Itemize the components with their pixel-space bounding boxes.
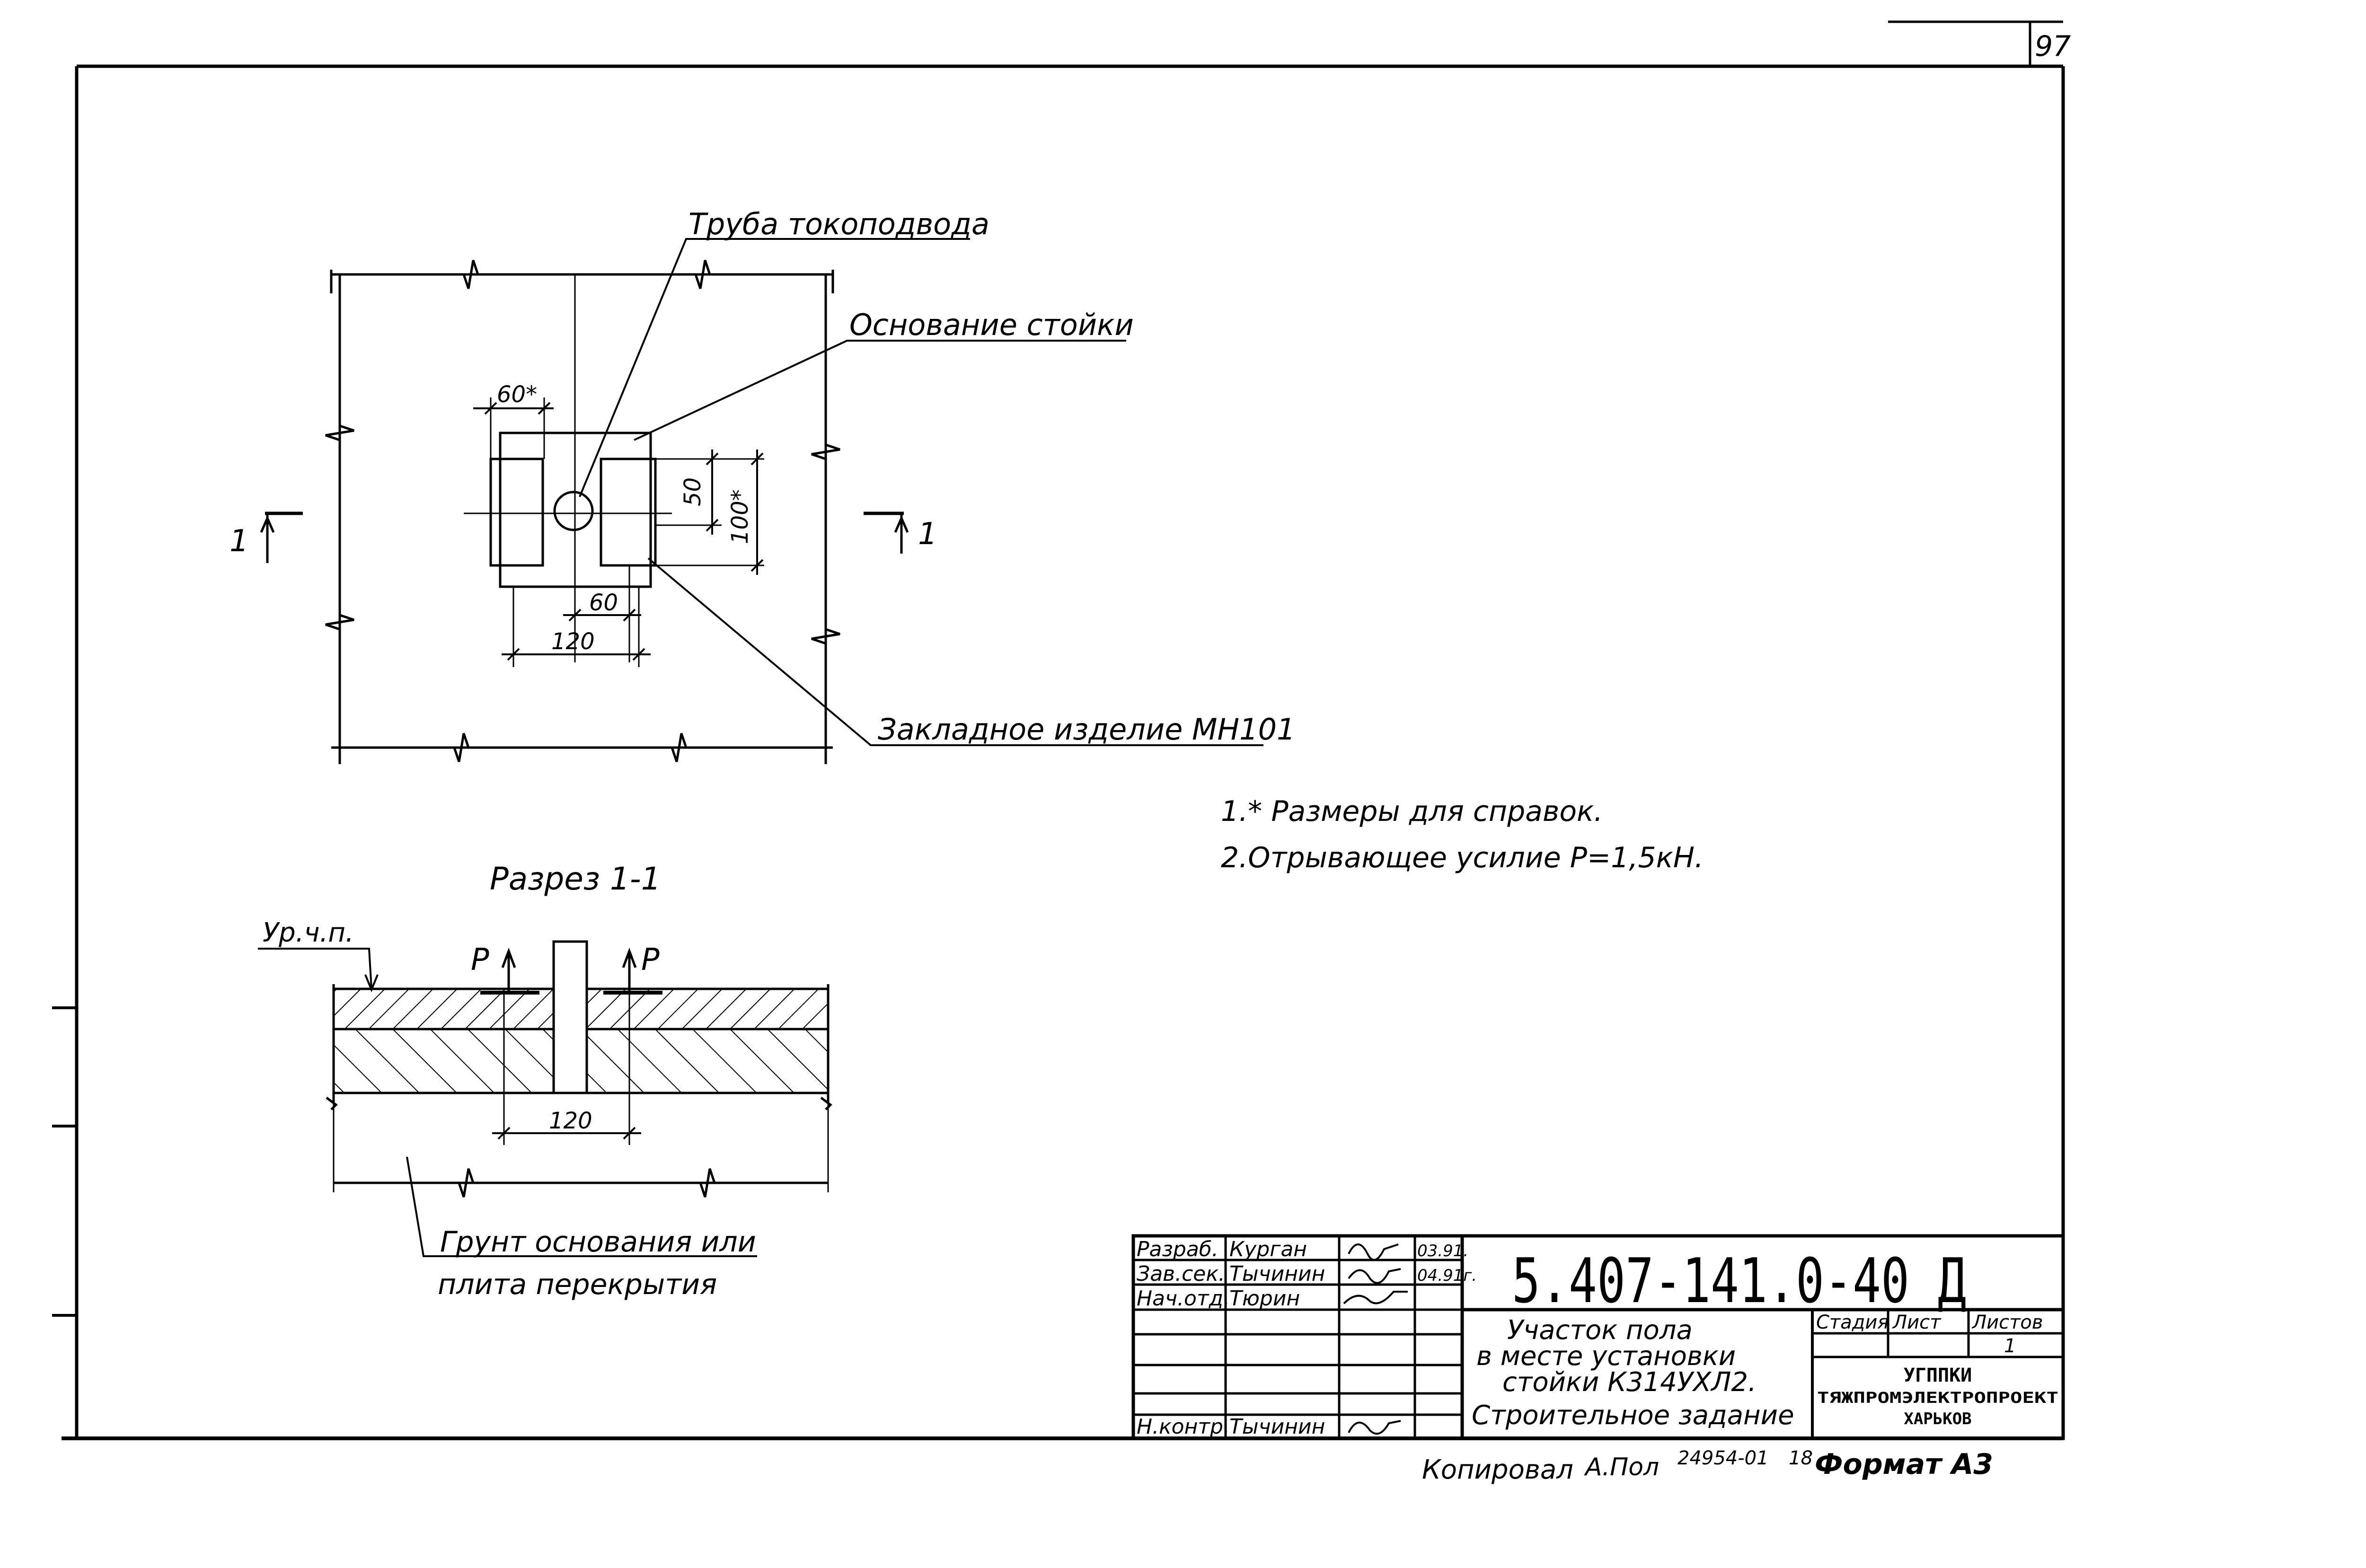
copied-by-label: Копировал — [1422, 1454, 1573, 1485]
note-1: 1.* Размеры для справок. — [1221, 795, 1603, 828]
description-line-4: Строительное задание — [1472, 1400, 1794, 1431]
embedded-part-label: Закладное изделие МН101 — [878, 712, 1296, 747]
sheets-column-header: Листов — [1971, 1312, 2043, 1333]
dim-60-star: 60* — [497, 381, 537, 408]
designation: 5.407-141.0-40 Д — [1512, 1245, 1966, 1317]
title-block-grid — [1131, 1234, 2065, 1440]
soil-label-line-2: плита перекрытия — [438, 1268, 717, 1301]
pipe-label: Труба токоподвода — [689, 207, 989, 241]
stage-column-header: Стадия — [1816, 1312, 1889, 1333]
plan-view — [260, 238, 1263, 764]
signatures — [1343, 1243, 1408, 1435]
sheet-frame — [52, 20, 2065, 1440]
name-2: Тычинин — [1229, 1262, 1325, 1286]
section-title: Разрез 1-1 — [490, 861, 661, 897]
description-line-3: стойки К314УХЛ2. — [1502, 1367, 1757, 1398]
description-line-1: Участок пола — [1507, 1315, 1693, 1346]
date-1: 03.91. — [1417, 1242, 1468, 1260]
role-7: Н.контр. — [1137, 1415, 1230, 1439]
name-7: Тычинин — [1229, 1415, 1325, 1439]
name-1: Курган — [1229, 1237, 1307, 1261]
base-label: Основание стойки — [849, 308, 1134, 342]
sheet-number: 97 — [2035, 30, 2071, 63]
format-label: Формат А3 — [1815, 1448, 1993, 1481]
section-mark-left: 1 — [230, 524, 249, 559]
role-3: Нач.отд. — [1137, 1286, 1230, 1311]
section-labels: Разрез 1-1 Ур.ч.п. Р Р 120 Грунт основан… — [263, 861, 756, 1301]
floor-level-label: Ур.ч.п. — [263, 917, 354, 948]
force-label-right: Р — [641, 943, 660, 978]
org-name-line-1: УГППКИ — [1904, 1365, 1972, 1386]
footer: Копировал А.Пол 24954-01 18 Формат А3 — [1422, 1447, 1993, 1485]
dim-120: 120 — [551, 628, 595, 655]
role-2: Зав.сек. — [1137, 1262, 1225, 1286]
title-block-text: 5.407-141.0-40 Д Разраб. Курган 03.91. З… — [1137, 1237, 2058, 1439]
role-1: Разраб. — [1137, 1237, 1218, 1261]
force-label-left: Р — [471, 943, 489, 978]
soil-label-line-1: Грунт основания или — [440, 1225, 756, 1259]
dim-100-star: 100* — [727, 489, 753, 544]
footer-sheet-number: 18 — [1789, 1447, 1813, 1469]
dim-50: 50 — [680, 477, 706, 506]
org-name-line-2: ТЯЖПРОМЭЛЕКТРОПРОЕКТ — [1817, 1389, 2058, 1407]
description-line-2: в месте установки — [1476, 1341, 1736, 1372]
org-name-line-3: ХАРЬКОВ — [1904, 1409, 1971, 1428]
copier-signature: А.Пол — [1584, 1453, 1659, 1481]
order-number: 24954-01 — [1677, 1447, 1769, 1469]
date-2: 04.91г. — [1417, 1266, 1477, 1285]
sheet-column-header: Лист — [1892, 1312, 1942, 1333]
name-3: Тюрин — [1229, 1286, 1300, 1311]
notes: 1.* Размеры для справок. 2.Отрывающее ус… — [1221, 795, 1704, 874]
dim-60: 60 — [589, 590, 618, 616]
section-dim-120: 120 — [549, 1108, 592, 1134]
section-view — [258, 940, 832, 1257]
sheets-value: 1 — [2004, 1335, 2016, 1357]
plan-labels: Труба токоподвода Основание стойки Закла… — [230, 207, 1296, 747]
section-mark-right: 1 — [918, 517, 937, 552]
note-2: 2.Отрывающее усилие Р=1,5кН. — [1221, 841, 1704, 874]
